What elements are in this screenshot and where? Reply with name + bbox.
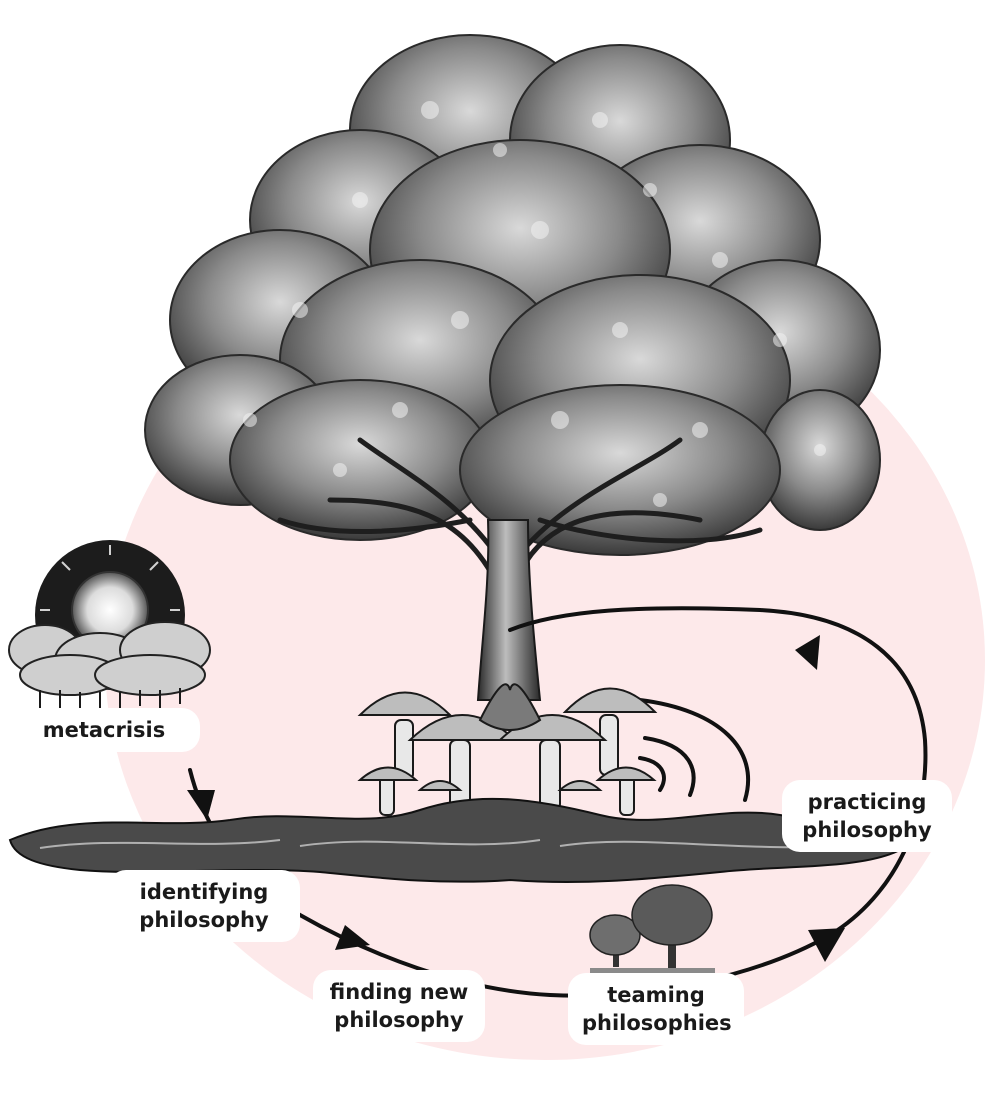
- small-trees-icon: [589, 884, 715, 973]
- stage-label-teaming-philosophies: teaming philosophies: [568, 973, 744, 1045]
- stage-label-text: finding new: [329, 980, 469, 1004]
- cycle-arrow-icon: [187, 635, 845, 962]
- stage-label-finding-new-philosophy: finding new philosophy: [313, 970, 485, 1042]
- stage-label-text: identifying: [139, 880, 269, 904]
- stage-label-identifying-philosophy: identifying philosophy: [108, 870, 300, 942]
- stage-label-text: practicing: [807, 790, 927, 814]
- stage-label-text: teaming: [607, 983, 705, 1007]
- stage-label-metacrisis: metacrisis: [8, 708, 200, 752]
- stage-label-text: philosophies: [582, 1011, 732, 1035]
- stage-label-text: philosophy: [139, 908, 269, 932]
- stage-label-text: philosophy: [802, 818, 932, 842]
- mushroom-cluster-icon: [357, 683, 658, 816]
- stage-label-text: metacrisis: [42, 718, 166, 742]
- oak-tree-icon: [144, 34, 881, 701]
- stage-label-text: philosophy: [334, 1008, 464, 1032]
- storm-sun-icon: [8, 540, 211, 720]
- stage-label-practicing-philosophy: practicing philosophy: [782, 780, 952, 852]
